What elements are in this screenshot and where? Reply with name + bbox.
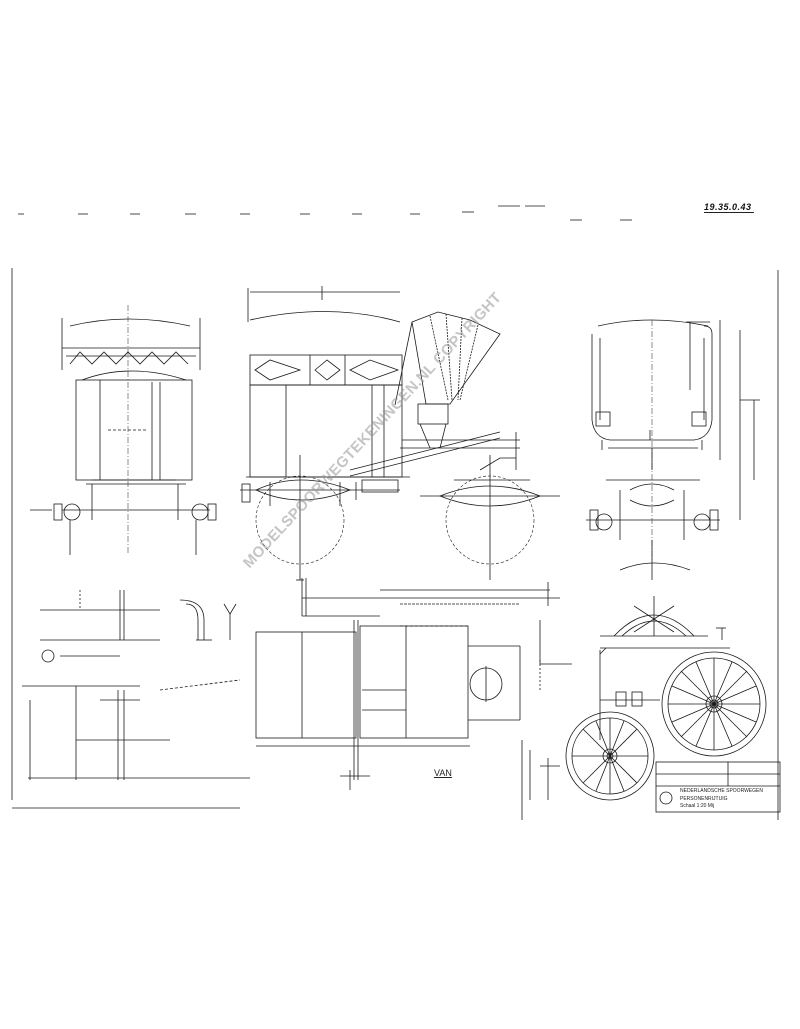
title-block (521, 740, 781, 820)
title-block-line2: PERSONENRIJTUIG (680, 796, 728, 802)
axle-spring-detail (539, 562, 730, 740)
small-wheel (565, 711, 655, 801)
side-view-center (240, 286, 410, 581)
end-view-right (586, 319, 760, 580)
front-wheel-side (355, 455, 560, 580)
drawing-number: 19.35.0.43 (704, 202, 754, 213)
detail-left (22, 590, 250, 780)
title-block-line1: NEDERLANDSCHE SPOORWEGEN (680, 788, 763, 794)
plan-view (255, 578, 572, 790)
driver-hood (394, 311, 520, 470)
title-block-line3: Schaal 1:20 Mij (680, 803, 715, 809)
view-label: VAN (434, 768, 452, 778)
large-wheel (661, 651, 767, 757)
end-view-left (30, 305, 217, 555)
top-margin-marks (18, 205, 632, 221)
shaft-rod (349, 431, 501, 477)
sheet-frame (11, 268, 779, 820)
